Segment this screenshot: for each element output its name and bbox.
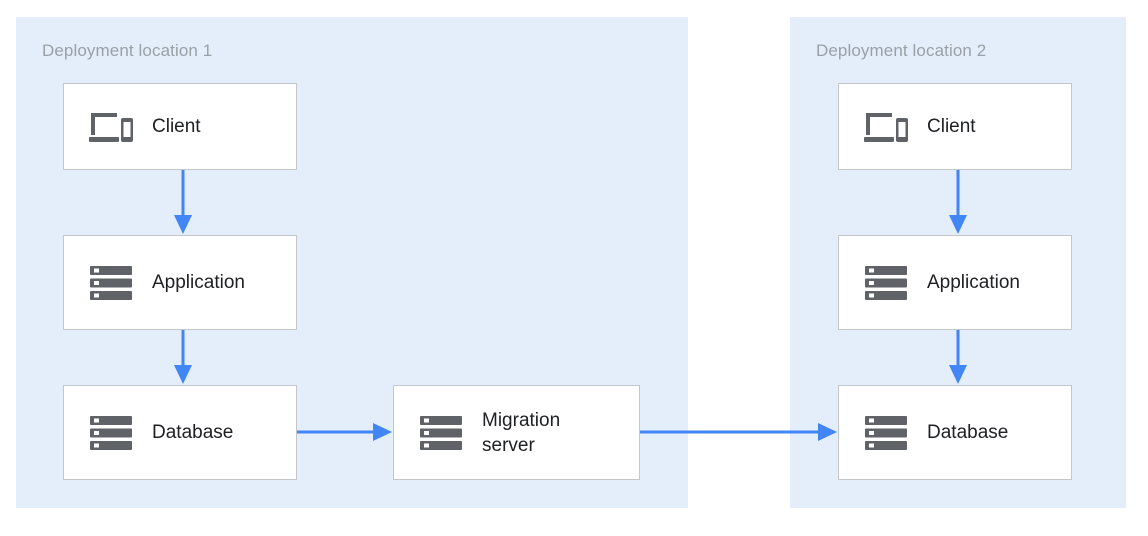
arrow-client-to-application-location-1 xyxy=(172,170,194,235)
server-icon xyxy=(859,263,913,303)
node-label-line-1: Migration xyxy=(482,409,561,431)
node-application-location-1[interactable]: Application xyxy=(63,235,297,330)
node-label: Application xyxy=(927,271,1020,293)
server-icon xyxy=(859,413,913,453)
arrow-application-to-database-location-1 xyxy=(172,330,194,385)
node-label: Client xyxy=(927,115,976,137)
node-label: Database xyxy=(927,421,1009,443)
node-label: Client xyxy=(152,115,201,137)
deployment-location-2-label: Deployment location 2 xyxy=(816,41,987,60)
node-label: Application xyxy=(152,271,245,293)
node-label-line-2: server xyxy=(482,434,535,456)
arrow-database-to-migration-server xyxy=(297,421,393,443)
server-icon xyxy=(84,263,138,303)
arrow-application-to-database-location-2 xyxy=(947,330,969,385)
client-devices-icon xyxy=(84,107,138,147)
client-devices-icon xyxy=(859,107,913,147)
node-migration-server[interactable]: Migration server xyxy=(393,385,640,480)
arrow-client-to-application-location-2 xyxy=(947,170,969,235)
server-icon xyxy=(414,413,468,453)
node-database-location-1[interactable]: Database xyxy=(63,385,297,480)
node-application-location-2[interactable]: Application xyxy=(838,235,1072,330)
node-client-location-1[interactable]: Client xyxy=(63,83,297,170)
deployment-location-1-label: Deployment location 1 xyxy=(42,41,213,60)
arrow-migration-server-to-database-location-2 xyxy=(640,421,838,443)
node-label: Database xyxy=(152,421,234,443)
node-client-location-2[interactable]: Client xyxy=(838,83,1072,170)
node-label: Migration server xyxy=(468,408,639,458)
node-database-location-2[interactable]: Database xyxy=(838,385,1072,480)
server-icon xyxy=(84,413,138,453)
